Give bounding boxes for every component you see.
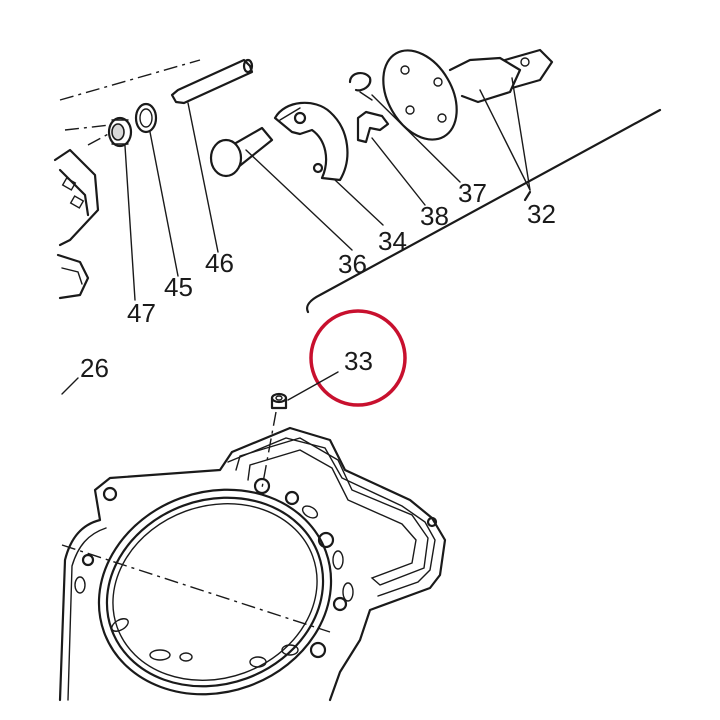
leader-33 (287, 371, 339, 401)
leader-26 (61, 377, 79, 395)
part-45-ring (134, 102, 179, 277)
part-47-cap (107, 116, 136, 301)
highlight-ring (309, 309, 407, 407)
part-36-bolt (209, 126, 353, 251)
callout-34: 34 (378, 226, 407, 256)
callout-45: 45 (164, 272, 193, 302)
callout-38: 38 (420, 201, 449, 231)
bracket-tick-32 (523, 190, 532, 202)
callout-33: 33 (344, 346, 373, 376)
part-33-dowel (261, 392, 288, 489)
callout-37: 37 (458, 178, 487, 208)
callout-26: 26 (80, 353, 109, 383)
engine-block-fragment (53, 59, 201, 300)
part-34-bracket (273, 101, 384, 226)
part-32-camshaft (382, 48, 554, 191)
callout-46: 46 (205, 248, 234, 278)
callout-32: 32 (527, 199, 556, 229)
cylinder-head-gasket (58, 426, 447, 702)
part-38-lever (356, 110, 426, 206)
callout-36: 36 (338, 249, 367, 279)
part-46-pin (170, 58, 254, 253)
assembly-bracket-line (306, 108, 662, 314)
part-37-clip (348, 72, 461, 183)
callout-47: 47 (127, 298, 156, 328)
